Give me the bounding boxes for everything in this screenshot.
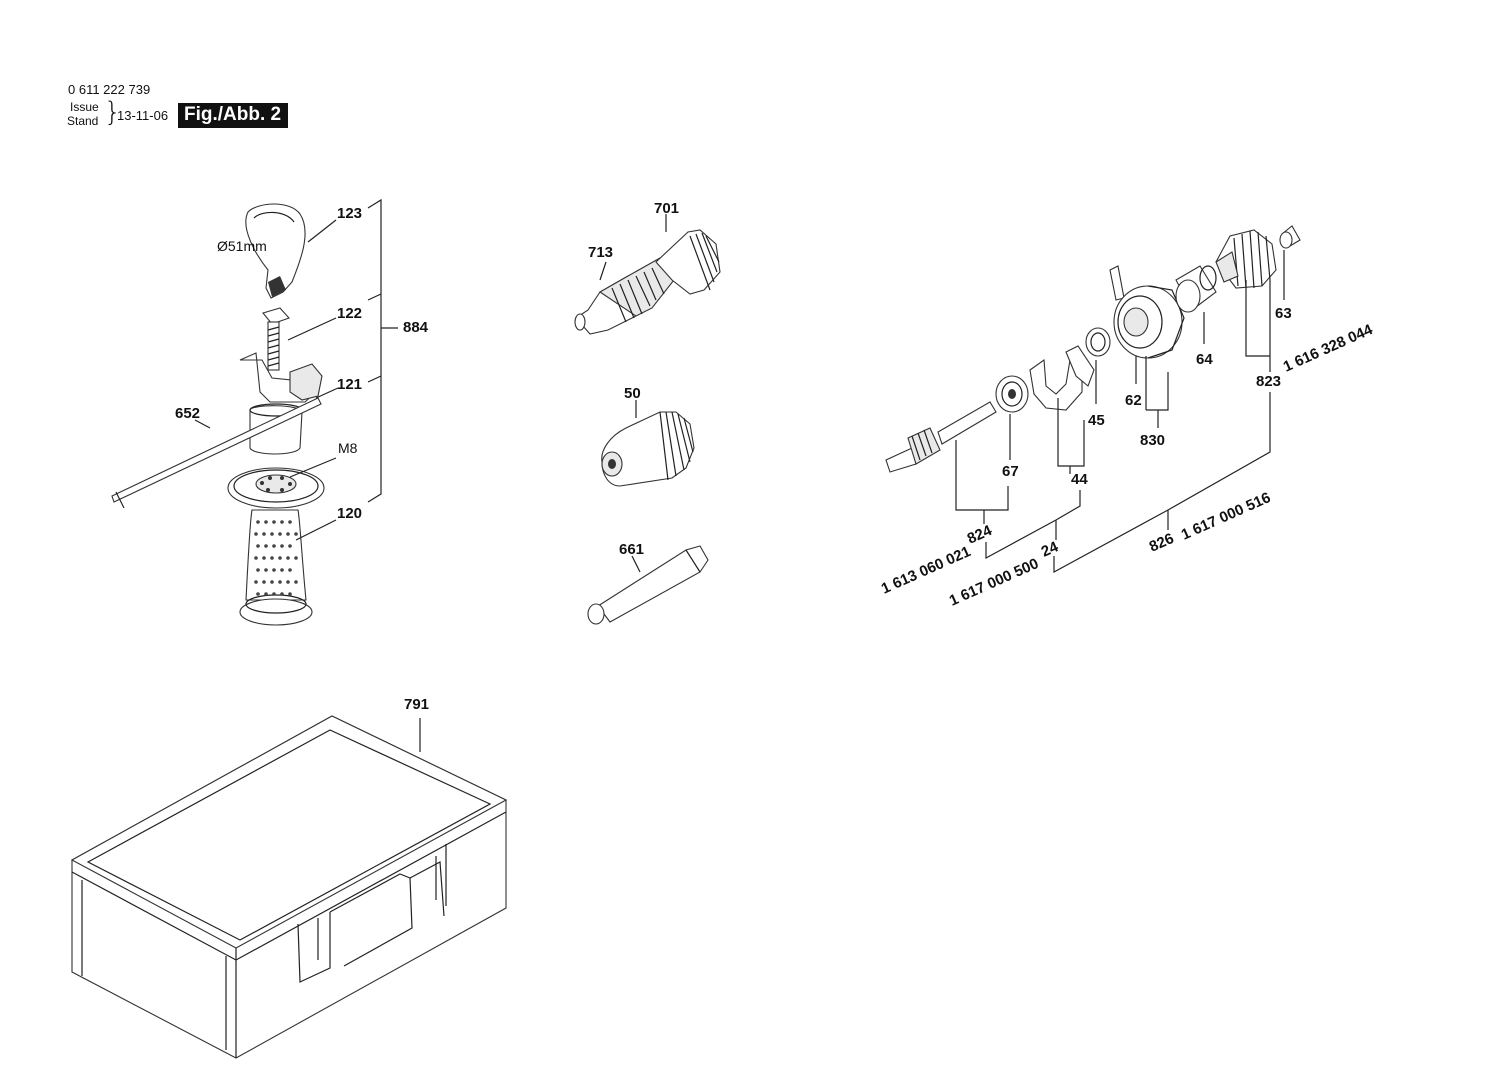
gear-train-assembly: 63 64 62 830 45 44 67 823 1 616 328 044 … [879,225,1376,610]
depth-gauge-cap-icon [245,203,306,299]
stand-label: Stand [67,114,99,128]
callout-713: 713 [588,244,613,261]
document-number: 0 611 222 739 [68,82,151,97]
chuck-50-icon [601,411,695,487]
callout-120: 120 [337,505,362,522]
pinion-gear-icon [1215,229,1277,289]
gear-sleeve-icon [1175,265,1217,313]
depth-stop-rod-icon [111,397,322,509]
part-number-1616328044: 1 616 328 044 [1281,321,1376,376]
switch-fork-icon [1029,345,1095,411]
issue-date: 13-11-06 [117,108,169,123]
callout-122: 122 [337,305,362,322]
callout-791: 791 [404,696,429,713]
part-number-1617000516: 1 617 000 516 [1179,489,1274,544]
carrying-case-assembly: 791 [70,696,508,1059]
needle-bearing-icon [1085,327,1111,357]
callout-123: 123 [337,205,362,222]
brace-icon: } [104,97,122,128]
callout-884: 884 [403,319,429,336]
callout-121: 121 [337,376,362,393]
spindle-shaft-icon [885,401,997,473]
auxiliary-handle-assembly: 123 Ø51mm 122 121 884 652 M8 120 [111,198,429,626]
issue-label: Issue [70,100,99,114]
callout-45: 45 [1088,412,1105,429]
small-bushing-icon [1279,225,1301,249]
callout-m8: M8 [338,440,358,456]
figure-label: Fig./Abb. 2 [178,103,289,128]
callout-64: 64 [1196,351,1213,368]
callout-67: 67 [1002,463,1019,480]
callout-50: 50 [624,385,641,402]
callout-826: 826 [1147,530,1177,556]
callout-63: 63 [1275,305,1292,322]
callout-661: 661 [619,541,644,558]
ball-bearing-icon [995,375,1029,413]
callout-24: 24 [1039,538,1062,561]
clamping-bolt-icon [262,307,290,371]
callout-701: 701 [654,200,679,217]
chuck-assembly: 701 713 50 661 [574,200,721,625]
callout-652: 652 [175,405,200,422]
diameter-label: Ø51mm [217,238,267,254]
handle-grip-icon [239,509,313,626]
clutch-gear-icon [1109,265,1185,359]
handle-disc-icon [227,467,325,509]
callout-830: 830 [1140,432,1165,449]
callout-44: 44 [1071,471,1088,488]
grease-tube-icon [587,545,709,625]
carrying-case-icon [70,715,508,1059]
callout-62: 62 [1125,392,1142,409]
callout-824: 824 [965,522,995,548]
callout-823: 823 [1256,373,1281,390]
keyless-chuck-icon [574,229,721,335]
